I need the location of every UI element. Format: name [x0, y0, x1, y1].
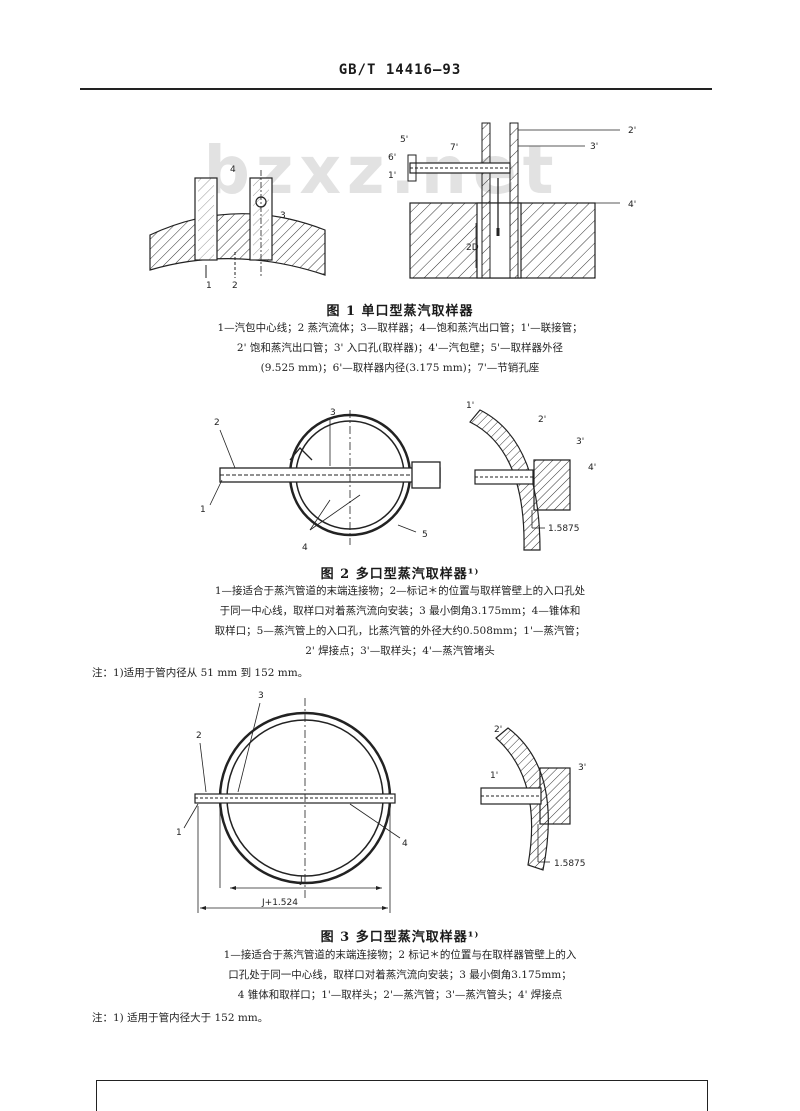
fig3-label-J-1-524: J+1.524	[261, 898, 298, 908]
fig2-label-2p: 2'	[538, 415, 546, 425]
figure2-note: 注：1)适用于管内径从 51 mm 到 152 mm。	[92, 667, 309, 679]
page-header: GB/T 14416—93	[338, 62, 462, 78]
figure2-legend-line: 于同一中心线，取样口对着蒸汽流向安装；3 最小倒角3.175mm；4—锥体和	[219, 605, 581, 617]
fig3-label-2: 2	[196, 731, 202, 741]
fig1-label-1: 1	[206, 281, 212, 291]
fig1-label-2D: 2D	[466, 243, 479, 253]
fig2-label-3p: 3'	[576, 437, 584, 447]
figure2-legend-line: 取样口；5—蒸汽管上的入口孔，比蒸汽管的外径大约0.508mm；1'—蒸汽管；	[214, 625, 586, 637]
fig2-label-4: 4	[302, 543, 308, 553]
fig2-label-4p: 4'	[588, 463, 596, 473]
fig1-label-7p: 7'	[450, 143, 458, 153]
fig1-label-6p: 6'	[388, 153, 396, 163]
figure2-right-drawing: 1' 2' 3' 4' 1.5875	[466, 401, 596, 551]
fig3-label-2p: 2'	[494, 725, 502, 735]
fig1-label-4: 4	[230, 165, 236, 175]
fig2-label-5: 5	[422, 530, 428, 540]
header-rule	[80, 88, 712, 90]
fig1-label-4p: 4'	[628, 200, 636, 210]
figure3-note: 注：1) 适用于管内径大于 152 mm。	[92, 1012, 269, 1024]
fig1-label-5p: 5'	[400, 135, 408, 145]
figure2-legend-line: 2' 焊接点；3'—取样头；4'—蒸汽管堵头	[305, 645, 495, 657]
figure3-legend-line: 4 锥体和取样口；1'—取样头；2'—蒸汽管；3'—蒸汽管头；4' 焊接点	[237, 989, 563, 1001]
fig2-label-2: 2	[214, 418, 220, 428]
fig1-label-2p: 2'	[628, 126, 636, 136]
fig3-label-3: 3	[258, 691, 264, 701]
figure3-legend-line: 1—接适合于蒸汽管道的末端连接物；2 标记＊的位置与在取样器管壁上的入	[223, 949, 577, 961]
fig3-label-4: 4	[402, 839, 408, 849]
fig2-label-3: 3	[330, 408, 336, 418]
fig3-label-1-5875: 1.5875	[554, 859, 586, 869]
figure1-right-drawing: 2' 3' 4' 5' 6' 7' 1' 2D	[388, 122, 636, 279]
figure1-legend-line: 2' 饱和蒸汽出口管；3' 入口孔(取样器)；4'—汽包壁；5'—取样器外径	[236, 342, 564, 354]
fig3-label-3p: 3'	[578, 763, 586, 773]
figure2-legend-line: 1—接适合于蒸汽管道的末端连接物；2—标记＊的位置与取样管壁上的入口孔处	[214, 585, 586, 597]
fig2-label-1: 1	[200, 505, 206, 515]
footer-frame	[96, 1080, 708, 1111]
fig3-label-J: J	[299, 876, 303, 886]
figure1-left-drawing: 1 2 3 4	[149, 165, 326, 291]
fig3-label-1: 1	[176, 828, 182, 838]
figure2-left-drawing: 1 2 3 4 5	[200, 408, 441, 553]
fig1-label-1p: 1'	[388, 171, 396, 181]
figure3-legend: 1—接适合于蒸汽管道的末端连接物；2 标记＊的位置与在取样器管壁上的入 口孔处于…	[100, 945, 700, 1005]
fig2-label-1-5875: 1.5875	[548, 524, 580, 534]
figure1-legend: 1—汽包中心线；2 蒸汽流体；3—取样器；4—饱和蒸汽出口管；1'—联接管； 2…	[120, 318, 680, 378]
figure3-right-drawing: 1' 2' 3' 1.5875	[480, 725, 586, 871]
figure3-legend-line: 口孔处于同一中心线，取样口对着蒸汽流向安装；3 最小倒角3.175mm；	[228, 969, 572, 981]
fig3-label-1p: 1'	[490, 771, 498, 781]
figure1-legend-line: 1—汽包中心线；2 蒸汽流体；3—取样器；4—饱和蒸汽出口管；1'—联接管；	[217, 322, 583, 334]
figure2-legend: 1—接适合于蒸汽管道的末端连接物；2—标记＊的位置与取样管壁上的入口孔处 于同一…	[100, 581, 700, 661]
figure3-caption: 图 3 多口型蒸汽取样器¹⁾	[320, 930, 480, 945]
figure3-left-drawing: 1 2 3 4 J J+1.524	[176, 691, 408, 913]
fig1-label-2: 2	[232, 281, 238, 291]
figure1-legend-line: (9.525 mm)；6'—取样器内径(3.175 mm)；7'—节销孔座	[260, 362, 540, 374]
fig1-label-3p: 3'	[590, 142, 598, 152]
figure1-caption: 图 1 单口型蒸汽取样器	[326, 304, 474, 319]
fig1-label-3: 3	[280, 211, 286, 221]
fig2-label-1p: 1'	[466, 401, 474, 411]
figure2-caption: 图 2 多口型蒸汽取样器¹⁾	[320, 567, 480, 582]
